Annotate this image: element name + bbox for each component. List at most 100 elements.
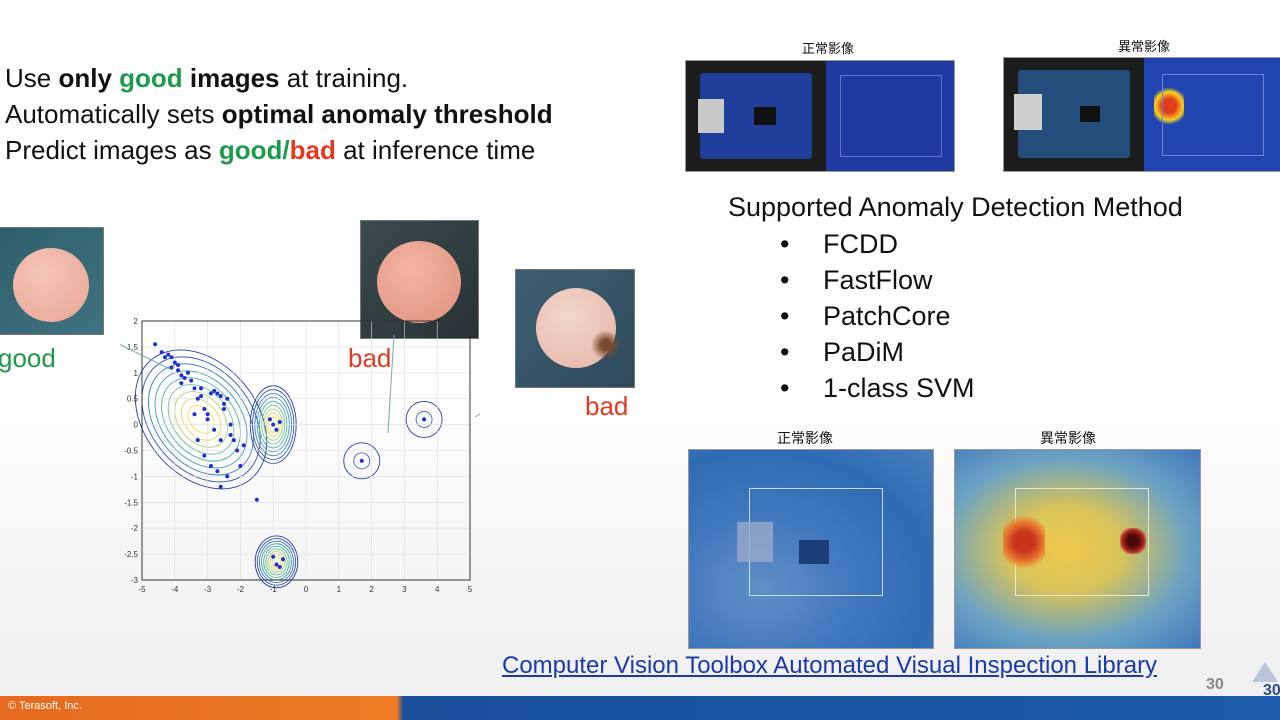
x-tick-label: 4 (435, 585, 440, 594)
contour-ring (254, 535, 299, 589)
bullet-1-segment: Use (5, 63, 59, 93)
contour-ring (271, 556, 282, 568)
scatter-point (359, 458, 364, 463)
scatter-point (281, 557, 286, 562)
caption-abnormal-bottom: 異常影像 (1040, 431, 1096, 447)
scatter-point (205, 412, 210, 417)
contour-lines (134, 349, 443, 589)
bullet-1-segment: only (58, 63, 120, 93)
caption-normal-bottom: 正常影像 (777, 431, 833, 447)
y-tick-label: 2 (134, 317, 139, 326)
bullet-1-segment: good (119, 63, 183, 93)
scatter-point (238, 464, 243, 469)
scatter-point (195, 396, 200, 401)
scatter-point (208, 391, 213, 396)
scatter-point (162, 355, 167, 360)
x-tick-label: 1 (337, 585, 342, 594)
scatter-point (185, 370, 190, 375)
plot-grid (141, 320, 471, 581)
contour-ring (180, 398, 222, 441)
good-pill-photo (0, 227, 104, 335)
footer-copyright: © Terasoft, Inc. (8, 700, 82, 712)
x-tick-label: -4 (171, 585, 179, 594)
scatter-point (208, 464, 213, 469)
scatter-point (222, 401, 226, 406)
contour-ring (263, 545, 290, 578)
contour-ring (187, 405, 215, 434)
scatter-point (267, 417, 272, 422)
good-label: good (0, 343, 56, 373)
scatter-point (225, 396, 230, 401)
abnormal-pcb-pair (1003, 57, 1280, 172)
bullet-line-3: Predict images as good/bad at inference … (5, 132, 553, 168)
y-tick-label: 1 (134, 369, 139, 378)
scatter-point (225, 474, 230, 479)
contour-ring (265, 548, 288, 576)
method-item-1class-svm: •1-class SVM (780, 373, 975, 403)
scatter-point (192, 412, 197, 417)
bullet-1-segment: images (182, 63, 280, 93)
bullet-3-segment: at inference time (335, 135, 536, 165)
x-tick-label: -1 (270, 585, 278, 594)
x-tick-label: -5 (138, 585, 146, 594)
normal-pcb-pair (685, 60, 955, 172)
normal-heatmap-large (688, 449, 934, 649)
debris (586, 330, 626, 360)
scatter-point (166, 352, 171, 357)
y-tick-label: 1.5 (127, 343, 139, 352)
y-tick-label: 0.5 (127, 395, 139, 404)
x-tick-label: 0 (304, 585, 309, 594)
scatter-point (228, 432, 233, 437)
x-tick-label: 2 (369, 585, 374, 594)
scatter-point (179, 373, 184, 378)
outlier-contour (343, 442, 381, 480)
scatter-point (179, 381, 184, 386)
connector-good (120, 344, 173, 371)
scatter-point (422, 417, 427, 422)
y-tick-label: -3 (131, 576, 139, 585)
scatter-point (228, 422, 233, 427)
scatter-point (192, 386, 197, 391)
scatter-point (176, 368, 181, 373)
outlier-contour-inner (353, 452, 371, 470)
scatter-point (218, 484, 223, 489)
scatter-point (235, 448, 240, 453)
chipped-pill (377, 241, 461, 323)
plot-frame (141, 320, 471, 581)
contour-ring (141, 356, 261, 483)
contour-ring (267, 551, 286, 573)
y-tick-label: -2 (131, 524, 139, 533)
scatter-point (202, 407, 207, 412)
scatter-point (169, 355, 174, 360)
outlier-contour (405, 400, 443, 438)
bullet-2-segment: optimal anomaly threshold (221, 99, 553, 129)
x-tick-label: -3 (204, 585, 212, 594)
scatter-point (254, 497, 259, 502)
scatter-point (277, 420, 282, 425)
bad-label-1: bad (348, 343, 392, 373)
scatter-point (215, 469, 220, 474)
abnormal-heatmap-large (954, 449, 1201, 649)
scatter-point (212, 388, 217, 393)
scatter-point (182, 375, 187, 380)
bullet-line-2: Automatically sets optimal anomaly thres… (5, 96, 553, 132)
scatter-point (215, 391, 220, 396)
contour-ring (154, 370, 248, 469)
bullet-3-segment: Predict images as (5, 135, 219, 165)
normal-pcb-heatmap (826, 61, 954, 171)
scatter-point (274, 427, 279, 432)
footer-bar: © Terasoft, Inc. (0, 696, 1280, 720)
bullet-list: Use only good images at training. Automa… (5, 60, 553, 168)
scatter-point (271, 422, 276, 427)
scatter-point (159, 350, 164, 355)
scatter-point (189, 378, 194, 383)
bullet-3-segment: good/ (218, 135, 290, 165)
abnormal-pcb-photo (1004, 58, 1144, 171)
connector-bad1 (387, 334, 395, 434)
scatter-point (218, 438, 223, 443)
contour-ring (174, 391, 228, 448)
bullet-3-segment: bad (289, 135, 336, 165)
scatter-point (277, 565, 282, 570)
abnormal-pcb-heatmap (1144, 58, 1280, 171)
cv-toolbox-link[interactable]: Computer Vision Toolbox Automated Visual… (502, 652, 1158, 679)
